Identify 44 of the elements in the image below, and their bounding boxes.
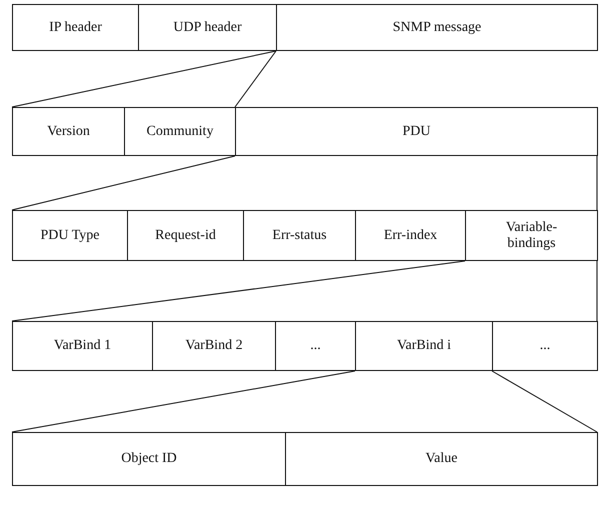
expansion-line bbox=[492, 370, 598, 432]
field-name: Version bbox=[46, 124, 91, 140]
field-box bbox=[465, 210, 598, 261]
field-name: Object ID bbox=[120, 451, 178, 467]
field-name: UDP header bbox=[172, 20, 243, 36]
field-box bbox=[275, 321, 356, 371]
field-box bbox=[124, 107, 236, 156]
field-box bbox=[12, 107, 125, 156]
field-box bbox=[12, 321, 153, 371]
expansion-line bbox=[596, 260, 598, 322]
field-name: PDU bbox=[401, 124, 432, 140]
field-name: Community bbox=[146, 124, 214, 140]
field-box bbox=[138, 4, 277, 51]
field-name: VarBind 1 bbox=[52, 338, 112, 354]
expansion-line bbox=[12, 260, 466, 322]
field-name: SNMP message bbox=[392, 20, 482, 36]
field-box bbox=[12, 4, 139, 51]
field-name: VarBind i bbox=[396, 338, 452, 354]
field-box bbox=[127, 210, 244, 261]
field-name: ... bbox=[538, 338, 552, 354]
field-box bbox=[355, 210, 466, 261]
field-name: Variable-bindings bbox=[504, 220, 558, 252]
expansion-line bbox=[234, 50, 276, 108]
field-name: VarBind 2 bbox=[184, 338, 244, 354]
field-name: Err-index bbox=[382, 228, 438, 244]
field-box bbox=[276, 4, 598, 51]
expansion-line bbox=[12, 156, 236, 210]
field-box bbox=[12, 210, 128, 261]
field-box bbox=[355, 321, 493, 371]
field-box bbox=[285, 432, 598, 486]
field-box bbox=[152, 321, 276, 371]
expansion-line bbox=[12, 50, 276, 108]
field-name: Request-id bbox=[154, 228, 217, 244]
field-name: ... bbox=[309, 338, 322, 354]
field-box bbox=[492, 321, 598, 371]
field-box bbox=[12, 432, 286, 486]
expansion-line bbox=[12, 370, 356, 432]
field-name: IP header bbox=[48, 20, 103, 36]
field-name: PDU Type bbox=[39, 228, 101, 244]
expansion-line bbox=[596, 156, 598, 210]
field-name: Value bbox=[424, 451, 458, 467]
field-box bbox=[243, 210, 356, 261]
field-box bbox=[235, 107, 598, 156]
field-name: Err-status bbox=[271, 228, 328, 244]
